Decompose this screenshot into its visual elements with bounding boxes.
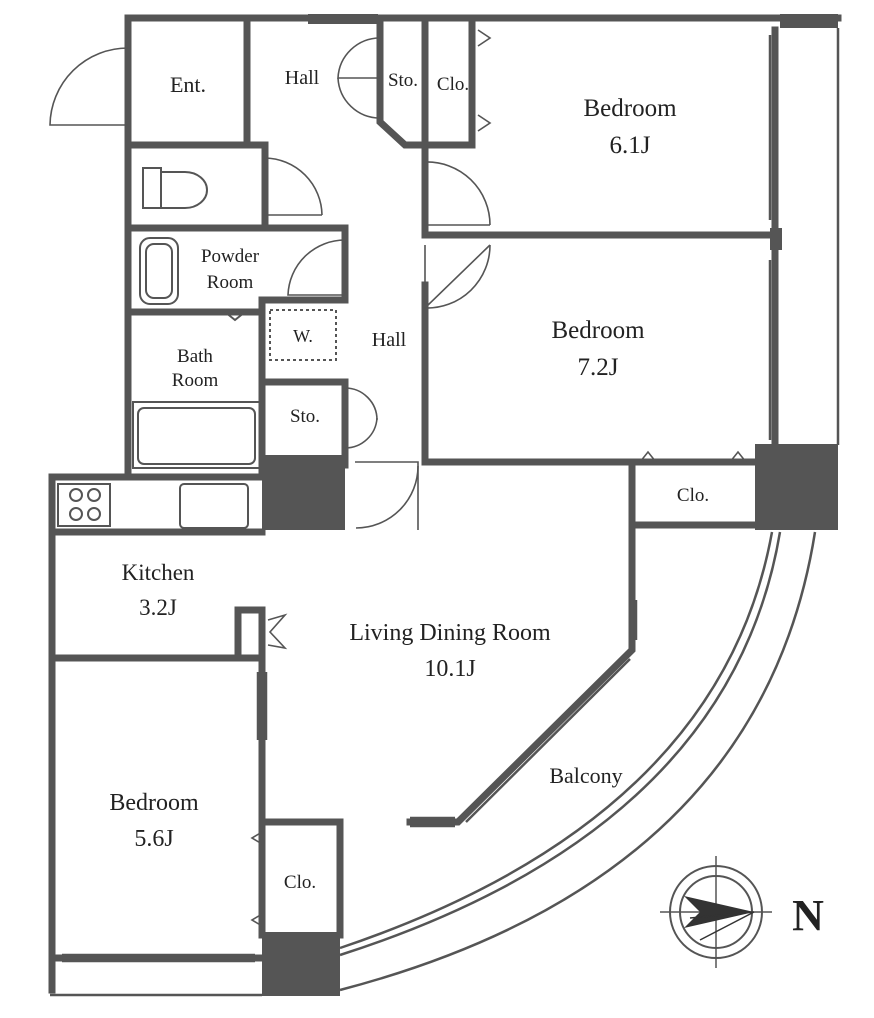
label-powder-room-1: Powder [201, 246, 260, 267]
label-bath-room-2: Room [172, 370, 219, 391]
stove-icon [57, 483, 111, 527]
label-bedroom2-size: 7.2J [578, 354, 619, 381]
label-kitchen-size: 3.2J [139, 595, 177, 620]
label-washer: W. [293, 326, 313, 346]
label-bedroom2-name: Bedroom [551, 317, 645, 344]
label-bedroom1-name: Bedroom [583, 95, 677, 122]
label-balcony: Balcony [549, 763, 622, 788]
room-labels: Ent. Hall Sto. Clo. Bedroom 6.1J Powder … [109, 67, 824, 940]
label-bedroom3-name: Bedroom [109, 790, 199, 816]
curved-balcony [339, 531, 817, 992]
label-storage-mid: Sto. [290, 406, 320, 427]
bathtub-icon [132, 311, 261, 469]
fixtures [57, 167, 337, 529]
toilet-icon [142, 167, 208, 209]
windows [50, 600, 638, 997]
washer-pan-icon [269, 309, 337, 361]
label-powder-room-2: Room [207, 272, 254, 293]
label-living-size: 10.1J [424, 656, 475, 682]
label-living-name: Living Dining Room [349, 620, 551, 646]
doors [49, 29, 747, 927]
compass-label: N [792, 891, 824, 940]
label-hall-top: Hall [285, 67, 320, 89]
label-kitchen-name: Kitchen [122, 560, 195, 585]
right-balcony-rails [768, 28, 840, 445]
label-bath-room-1: Bath [177, 346, 213, 367]
label-bedroom1-size: 6.1J [610, 132, 651, 159]
label-hall-mid: Hall [372, 329, 407, 351]
label-closet-mid: Clo. [677, 485, 709, 506]
label-entrance: Ent. [170, 72, 206, 97]
label-bedroom3-size: 5.6J [134, 826, 173, 852]
label-storage-top: Sto. [388, 70, 418, 91]
label-closet-bottom: Clo. [284, 872, 316, 893]
sink-icon [139, 237, 179, 305]
pillars [262, 14, 838, 996]
label-closet-top: Clo. [437, 74, 469, 95]
compass-north-icon [660, 856, 772, 968]
kitchen-sink-icon [179, 483, 249, 529]
